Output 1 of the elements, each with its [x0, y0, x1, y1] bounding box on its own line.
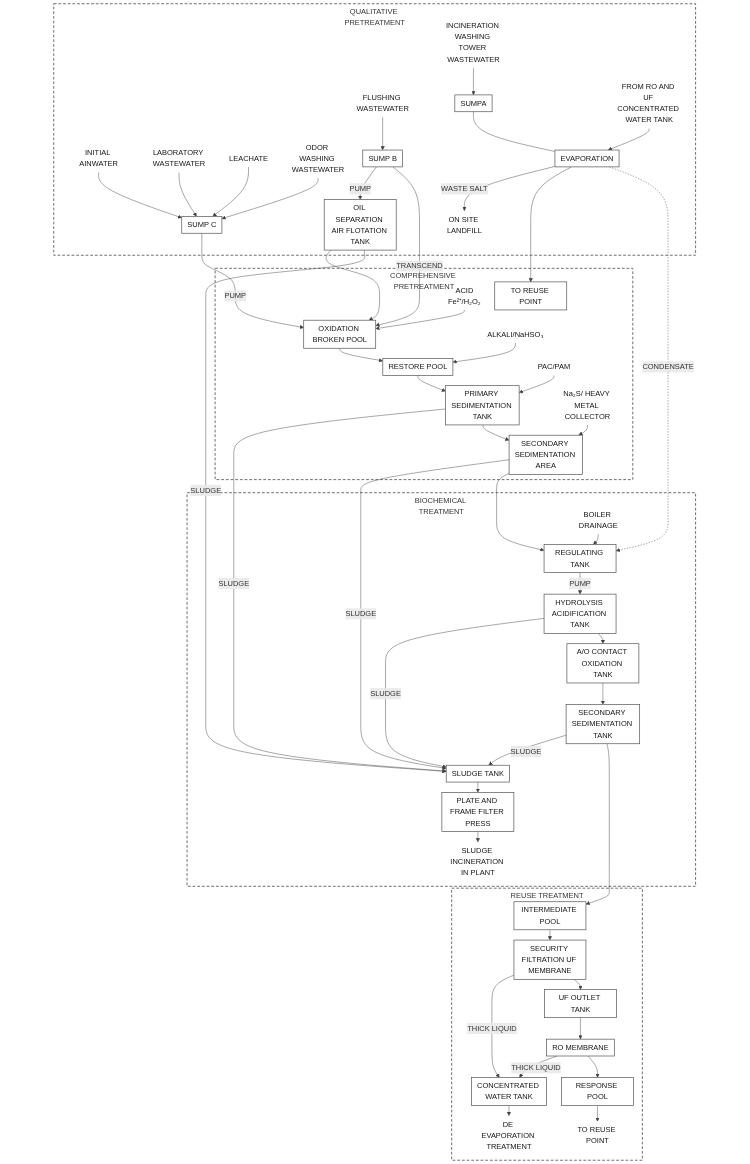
- connector: [473, 111, 556, 152]
